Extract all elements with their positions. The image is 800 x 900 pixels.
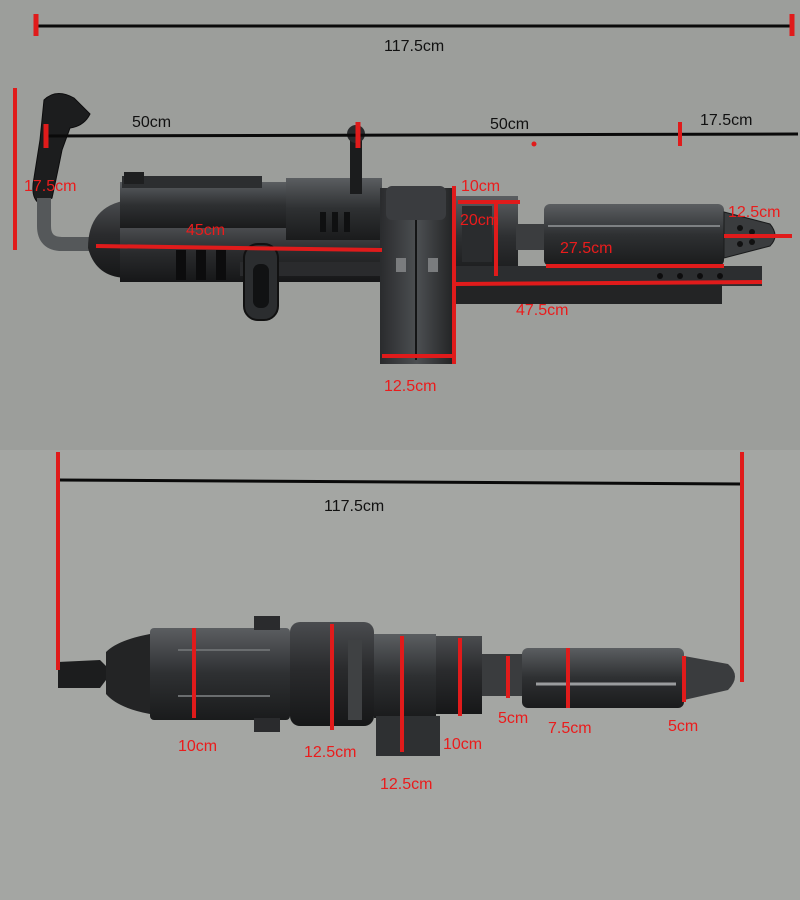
side-muzzle-block-height-label: 10cm: [461, 178, 501, 195]
top-mid-spring: [348, 640, 362, 720]
top-mid-body-width-label: 12.5cm: [304, 744, 357, 761]
side-magazine-top: [386, 186, 446, 220]
side-segment-middle-label: 50cm: [490, 116, 530, 133]
side-barrel-length-label: 27.5cm: [560, 240, 613, 257]
side-grip-pipe: [37, 198, 106, 251]
top-view-measurements: [56, 452, 744, 752]
side-coil: [462, 206, 492, 262]
side-segment-front-label: 17.5cm: [700, 112, 753, 129]
top-front-block-width-label: 10cm: [443, 736, 483, 753]
side-grip-height-label: 17.5cm: [24, 178, 77, 195]
side-receiver-upper: [120, 182, 290, 228]
side-rear-cap: [88, 200, 128, 278]
side-muzzle-block-depth-label: 20cm: [460, 212, 500, 229]
top-barrel: [522, 648, 684, 708]
top-overall-length-line: [57, 478, 743, 486]
top-view-weapon: [58, 616, 735, 756]
side-rail-bracket: [452, 284, 722, 304]
top-muzzle-width-label: 5cm: [668, 718, 699, 735]
side-trigger-slot: [253, 264, 269, 308]
top-rear-lug-bottom: [254, 718, 280, 732]
top-neck: [482, 654, 522, 696]
side-housing-slot-3: [344, 212, 350, 232]
top-muzzle: [684, 656, 735, 700]
side-magazine-band-left: [396, 258, 406, 272]
top-rear-cap: [106, 634, 150, 714]
top-rear-body: [150, 628, 290, 720]
side-barrel: [544, 204, 724, 266]
top-magazine: [374, 634, 436, 718]
side-view-measurements: [13, 14, 799, 364]
side-grip: [32, 93, 91, 205]
side-overall-length-label: 117.5cm: [384, 38, 445, 55]
side-segment-rear-label: 50cm: [132, 114, 172, 131]
top-magazine-width-label: 12.5cm: [380, 776, 433, 793]
side-lower-vent-3: [216, 250, 226, 280]
side-barrel-tip-height-label: 12.5cm: [728, 204, 781, 221]
top-overall-length-label: 117.5cm: [324, 498, 385, 515]
side-lower-vent-1: [176, 250, 186, 280]
side-view-weapon: [32, 93, 776, 364]
top-magazine-lower: [376, 716, 440, 756]
side-sight-post: [350, 140, 362, 194]
side-lower-vent-2: [196, 250, 206, 280]
side-magazine-band-right: [428, 258, 438, 272]
top-barrel-width-label: 7.5cm: [548, 720, 592, 737]
side-rear-sight: [124, 172, 144, 184]
side-body-length-label: 45cm: [186, 222, 226, 239]
side-housing-slot-2: [332, 212, 338, 232]
side-segment-line: [45, 132, 799, 138]
top-neck-width-label: 5cm: [498, 710, 529, 727]
side-receiver-top: [122, 176, 262, 188]
side-barrel-neck: [516, 224, 546, 250]
top-rear-body-width-label: 10cm: [178, 738, 218, 755]
top-rear-lug-top: [254, 616, 280, 630]
side-rail-length-line: [455, 280, 763, 286]
side-body-length-line: [95, 244, 383, 252]
top-grip-end: [58, 660, 112, 688]
side-segment-dot: [531, 141, 537, 147]
side-housing-slot-1: [320, 212, 326, 232]
side-magazine-width-label: 12.5cm: [384, 378, 437, 395]
side-lower-rail-length-label: 47.5cm: [516, 302, 569, 319]
